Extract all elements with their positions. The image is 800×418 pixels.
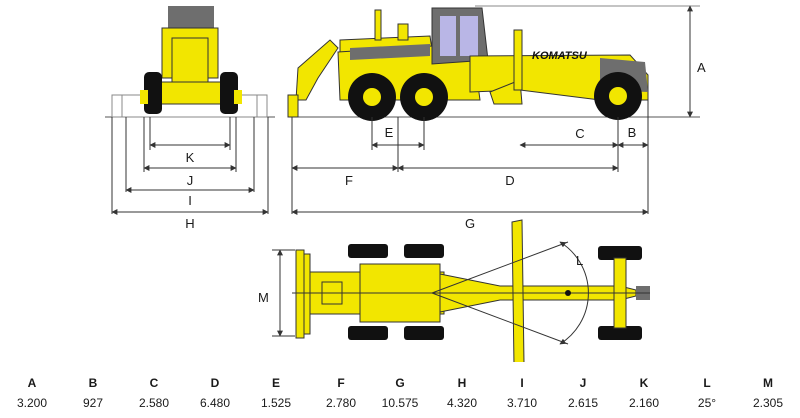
spec-key-B: B <box>88 376 98 390</box>
spec-value-G: 10.575 <box>381 396 419 410</box>
label-E: E <box>385 125 394 140</box>
spec-value-J: 2.615 <box>567 396 599 410</box>
label-F: F <box>345 173 353 188</box>
spec-value-K: 2.160 <box>628 396 660 410</box>
label-D: D <box>505 173 514 188</box>
spec-key-I: I <box>520 376 524 390</box>
spec-key-J: J <box>579 376 587 390</box>
label-B: B <box>628 125 637 140</box>
label-J: J <box>187 173 194 188</box>
spec-value-E: 1.525 <box>260 396 292 410</box>
label-G: G <box>465 216 475 231</box>
spec-value-L: 25° <box>697 396 717 410</box>
label-K: K <box>186 150 195 165</box>
front-view: K J I H <box>105 6 275 231</box>
spec-key-E: E <box>271 376 280 390</box>
spec-table: A 3.200 B 927 C 2.580 D 6.480 E 1.525 F 2.780 G 10.57… <box>0 366 800 418</box>
side-view: KOMATSU A E C B <box>287 5 706 231</box>
spec-value-A: 3.200 <box>16 396 48 410</box>
spec-key-K: K <box>639 376 649 390</box>
spec-value-F: 2.780 <box>325 396 357 410</box>
label-I: I <box>188 193 192 208</box>
spec-key-M: M <box>763 376 773 390</box>
spec-key-G: G <box>395 376 405 390</box>
label-H: H <box>185 216 194 231</box>
top-view: M L <box>258 219 650 362</box>
label-M: M <box>258 290 269 305</box>
label-A: A <box>697 60 706 75</box>
spec-key-A: A <box>27 376 37 390</box>
spec-value-I: 3.710 <box>506 396 538 410</box>
spec-key-L: L <box>703 376 711 390</box>
spec-key-H: H <box>457 376 467 390</box>
spec-key-F: F <box>337 376 345 390</box>
spec-value-M: 2.305 <box>752 396 784 410</box>
spec-value-H: 4.320 <box>446 396 478 410</box>
spec-key-D: D <box>210 376 220 390</box>
spec-value-C: 2.580 <box>138 396 170 410</box>
brand-logo-text: KOMATSU <box>532 50 588 62</box>
spec-key-C: C <box>149 376 159 390</box>
motor-grader-dimension-diagram: K J I H KOMATSU <box>105 5 706 362</box>
spec-value-B: 927 <box>82 396 104 410</box>
label-C: C <box>575 126 584 141</box>
spec-value-D: 6.480 <box>199 396 231 410</box>
label-L: L <box>576 253 583 268</box>
